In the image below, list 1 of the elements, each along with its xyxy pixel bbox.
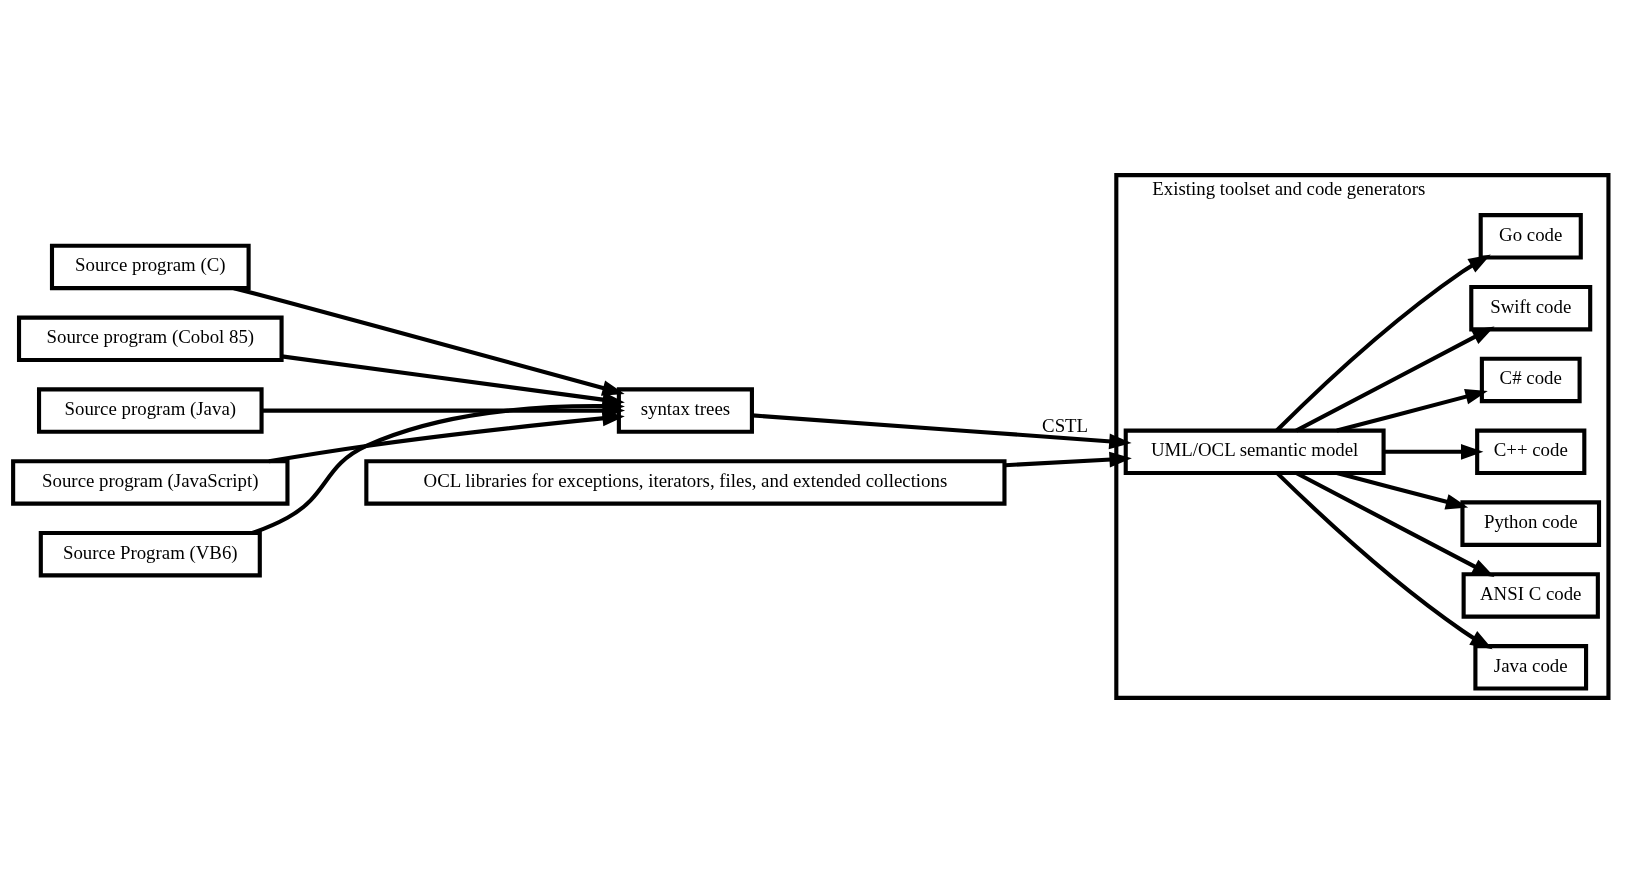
edge-label: CSTL [1042,414,1089,436]
